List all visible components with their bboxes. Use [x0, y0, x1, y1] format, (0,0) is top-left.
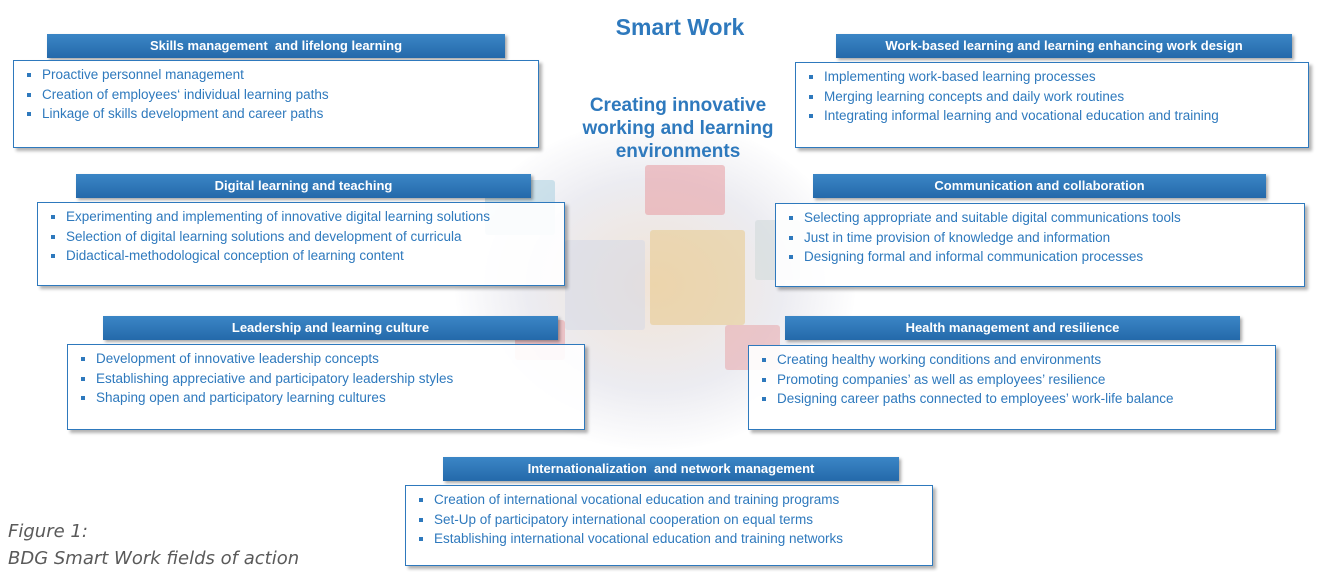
field-header-work-based-learning: Work-based learning and learning enhanci…: [836, 34, 1292, 58]
field-item: Development of innovative leadership con…: [78, 349, 574, 369]
field-item: Shaping open and participatory learning …: [78, 388, 574, 408]
field-box-skills-management: Proactive personnel management Creation …: [13, 60, 539, 148]
field-item: Proactive personnel management: [24, 65, 528, 85]
field-item: Didactical-methodological conception of …: [48, 246, 554, 266]
field-box-digital-learning: Experimenting and implementing of innova…: [37, 202, 565, 286]
field-item: Implementing work-based learning process…: [806, 67, 1298, 87]
field-item: Just in time provision of knowledge and …: [786, 228, 1294, 248]
field-item: Integrating informal learning and vocati…: [806, 106, 1298, 126]
field-item: Designing formal and informal communicat…: [786, 247, 1294, 267]
central-theme-line: working and learning: [582, 118, 774, 139]
field-item: Set-Up of participatory international co…: [416, 510, 922, 530]
field-header-communication: Communication and collaboration: [813, 174, 1266, 198]
field-item: Designing career paths connected to empl…: [759, 389, 1265, 409]
central-theme: Creating innovative working and learning…: [548, 94, 808, 163]
figure-caption-text: BDG Smart Work fields of action: [8, 548, 300, 569]
puzzle-block: [645, 165, 725, 215]
puzzle-block: [650, 230, 745, 325]
field-item: Experimenting and implementing of innova…: [48, 207, 554, 227]
field-item: Selecting appropriate and suitable digit…: [786, 208, 1294, 228]
field-item: Selection of digital learning solutions …: [48, 227, 554, 247]
field-header-internationalization: Internationalization and network managem…: [443, 457, 899, 481]
field-header-digital-learning: Digital learning and teaching: [76, 174, 531, 198]
field-box-health-management: Creating healthy working conditions and …: [748, 345, 1276, 430]
field-box-communication: Selecting appropriate and suitable digit…: [775, 203, 1305, 287]
figure-caption: Figure 1: BDG Smart Work fields of actio…: [8, 518, 299, 572]
field-header-skills-management: Skills management and lifelong learning: [47, 34, 505, 58]
field-item: Establishing appreciative and participat…: [78, 369, 574, 389]
field-item: Creation of international vocational edu…: [416, 490, 922, 510]
field-box-internationalization: Creation of international vocational edu…: [405, 485, 933, 566]
field-item: Linkage of skills development and career…: [24, 104, 528, 124]
figure-caption-label: Figure 1:: [8, 521, 88, 542]
field-item: Merging learning concepts and daily work…: [806, 87, 1298, 107]
field-box-work-based-learning: Implementing work-based learning process…: [795, 62, 1309, 148]
field-item: Creation of employees‘ individual learni…: [24, 85, 528, 105]
field-item: Creating healthy working conditions and …: [759, 350, 1265, 370]
central-theme-line: Creating innovative: [589, 95, 767, 116]
field-box-leadership: Development of innovative leadership con…: [67, 344, 585, 430]
puzzle-block: [565, 240, 645, 330]
field-header-leadership: Leadership and learning culture: [103, 316, 558, 340]
diagram-title: Smart Work: [615, 14, 745, 40]
central-theme-line: environments: [615, 141, 741, 162]
field-header-health-management: Health management and resilience: [785, 316, 1240, 340]
field-item: Establishing international vocational ed…: [416, 529, 922, 549]
field-item: Promoting companies’ as well as employee…: [759, 370, 1265, 390]
